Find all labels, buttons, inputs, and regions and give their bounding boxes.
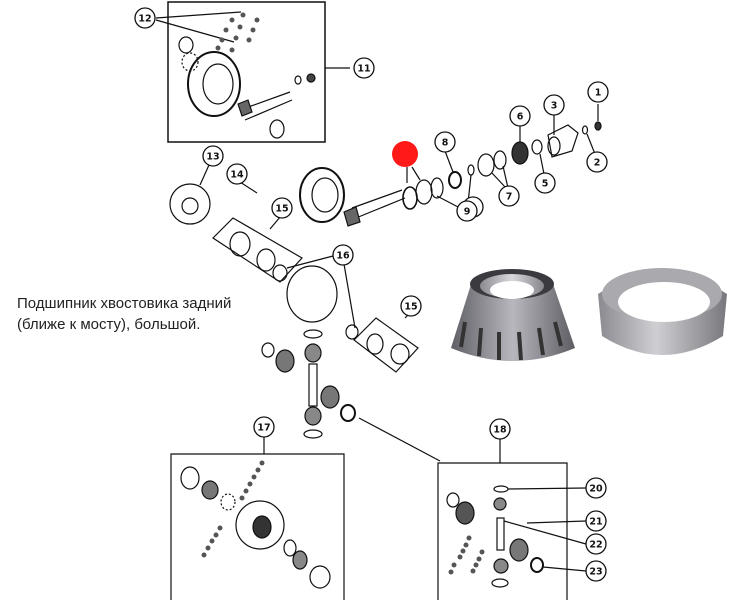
callout-label: 1 bbox=[595, 88, 602, 99]
callout-label: 2 bbox=[594, 158, 601, 169]
callout-2[interactable]: 2 bbox=[586, 151, 608, 173]
callout-20[interactable]: 20 bbox=[585, 477, 607, 499]
kit-box-18 bbox=[437, 462, 568, 600]
callout-circle bbox=[271, 197, 293, 219]
callout-circle bbox=[585, 477, 607, 499]
callout-15[interactable]: 15 bbox=[400, 295, 422, 317]
callout-18[interactable]: 18 bbox=[489, 418, 511, 440]
callout-5[interactable]: 5 bbox=[534, 172, 556, 194]
callout-circle bbox=[534, 172, 556, 194]
callout-circle bbox=[226, 163, 248, 185]
callout-label: 23 bbox=[589, 567, 602, 578]
callout-circle bbox=[509, 105, 531, 127]
callout-label: 20 bbox=[589, 484, 603, 495]
callout-label: 5 bbox=[542, 179, 549, 190]
callout-label: 17 bbox=[257, 423, 270, 434]
callout-label: 15 bbox=[404, 302, 417, 313]
callout-circle bbox=[456, 200, 478, 222]
callout-circle bbox=[585, 560, 607, 582]
callout-label: 9 bbox=[464, 207, 471, 218]
callout-22[interactable]: 22 bbox=[585, 533, 607, 555]
bearing-cone-photo bbox=[451, 269, 575, 361]
callout-label: 11 bbox=[357, 64, 370, 75]
callout-circle bbox=[434, 131, 456, 153]
callout-circle bbox=[400, 295, 422, 317]
callout-14[interactable]: 14 bbox=[226, 163, 248, 185]
callout-circle bbox=[585, 510, 607, 532]
bearing-cup-photo bbox=[598, 268, 727, 355]
callout-circle bbox=[134, 7, 156, 29]
callout-circle bbox=[498, 185, 520, 207]
callout-15[interactable]: 15 bbox=[271, 197, 293, 219]
callout-17[interactable]: 17 bbox=[253, 416, 275, 438]
callout-3[interactable]: 3 bbox=[543, 94, 565, 116]
callout-circle bbox=[585, 533, 607, 555]
callout-circle bbox=[543, 94, 565, 116]
callout-16[interactable]: 16 bbox=[332, 244, 354, 266]
callout-label: 7 bbox=[506, 192, 513, 203]
callout-circle bbox=[332, 244, 354, 266]
callout-label: 22 bbox=[589, 540, 602, 551]
kit-box-15-right bbox=[353, 317, 419, 373]
part-caption: Подшипник хвостовика задний (ближе к мос… bbox=[17, 293, 257, 335]
caption-line-1: Подшипник хвостовика задний bbox=[17, 295, 232, 312]
callout-circle bbox=[202, 145, 224, 167]
callout-13[interactable]: 13 bbox=[202, 145, 224, 167]
callout-circle bbox=[353, 57, 375, 79]
callout-23[interactable]: 23 bbox=[585, 560, 607, 582]
callout-label: 8 bbox=[442, 138, 449, 149]
callout-1[interactable]: 1 bbox=[587, 81, 609, 103]
caption-line-2: (ближе к мосту), большой. bbox=[17, 316, 201, 333]
ring-gear-icon bbox=[187, 51, 241, 117]
callout-9[interactable]: 9 bbox=[456, 200, 478, 222]
callout-label: 18 bbox=[493, 425, 507, 436]
callout-label: 13 bbox=[206, 152, 219, 163]
highlight-marker[interactable] bbox=[392, 141, 418, 167]
callout-21[interactable]: 21 bbox=[585, 510, 607, 532]
callout-label: 6 bbox=[517, 112, 524, 123]
callout-label: 3 bbox=[551, 101, 558, 112]
callout-label: 12 bbox=[138, 14, 151, 25]
callout-circle bbox=[489, 418, 511, 440]
callout-7[interactable]: 7 bbox=[498, 185, 520, 207]
callout-6[interactable]: 6 bbox=[509, 105, 531, 127]
callout-circle bbox=[586, 151, 608, 173]
callout-label: 21 bbox=[589, 517, 602, 528]
callout-8[interactable]: 8 bbox=[434, 131, 456, 153]
callout-label: 16 bbox=[336, 251, 350, 262]
kit-box-11 bbox=[167, 1, 326, 143]
callout-circle bbox=[587, 81, 609, 103]
callout-12[interactable]: 12 bbox=[134, 7, 156, 29]
callout-11[interactable]: 11 bbox=[353, 57, 375, 79]
kit-box-15-left bbox=[212, 217, 303, 283]
kit-box-17 bbox=[170, 453, 345, 600]
callout-label: 15 bbox=[275, 204, 288, 215]
callout-circle bbox=[253, 416, 275, 438]
callout-label: 14 bbox=[230, 170, 244, 181]
